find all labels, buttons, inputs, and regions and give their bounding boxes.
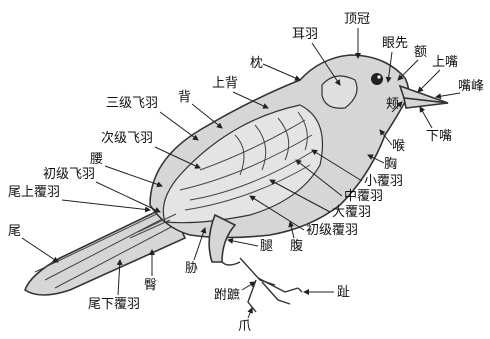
label-greater-coverts: 大覆羽 <box>332 205 371 220</box>
label-secondaries: 次级飞羽 <box>101 130 153 146</box>
label-median-coverts: 中覆羽 <box>344 189 383 204</box>
label-undertail-coverts: 尾下覆羽 <box>88 297 140 312</box>
label-claw: 爪 <box>238 319 251 334</box>
label-upper-back: 上背 <box>212 76 238 91</box>
label-forehead: 额 <box>414 45 427 60</box>
label-nape: 枕 <box>250 56 263 71</box>
label-tail: 尾 <box>8 224 21 239</box>
label-upper-mandible: 上嘴 <box>432 55 458 70</box>
label-primary-coverts: 初级覆羽 <box>306 223 358 238</box>
label-breast: 胸 <box>384 157 397 172</box>
label-ear-coverts: 耳羽 <box>292 27 318 42</box>
label-throat: 喉 <box>392 139 405 154</box>
label-lesser-coverts: 小覆羽 <box>364 174 403 189</box>
label-leg: 腿 <box>260 239 273 254</box>
label-culmen: 嘴峰 <box>458 79 484 94</box>
label-lower-mandible: 下嘴 <box>426 129 452 144</box>
label-vent: 臀 <box>144 278 157 293</box>
label-primaries: 初级飞羽 <box>43 167 95 182</box>
label-flank: 胁 <box>185 261 198 276</box>
label-rump: 腰 <box>90 152 103 167</box>
label-toe: 趾 <box>337 285 350 300</box>
label-tertials: 三级飞羽 <box>106 96 158 111</box>
label-back: 背 <box>178 90 191 105</box>
label-belly: 腹 <box>290 238 303 254</box>
label-cheek: 颊 <box>386 97 399 112</box>
label-crown: 顶冠 <box>344 12 370 27</box>
label-uppertail-coverts: 尾上覆羽 <box>8 185 60 200</box>
label-lores: 眼先 <box>382 36 408 51</box>
label-tarsus: 跗蹠 <box>214 288 240 303</box>
eye <box>371 73 383 85</box>
